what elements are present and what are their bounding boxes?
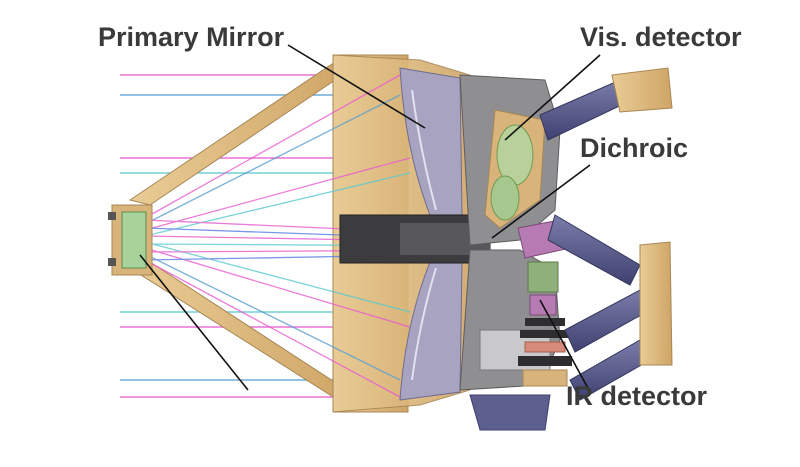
dichroic-label: Dichroic [580,133,689,163]
support-struts [539,79,651,401]
vis-detector-assembly [484,109,546,229]
primary-mirror [399,67,463,401]
ir-detector-assembly [518,318,572,387]
central-baffle [339,214,491,264]
mount-brackets [611,67,673,366]
truss-structure [128,59,351,401]
leader-lines [139,44,601,393]
secondary-mirror [108,204,153,276]
vis-detector-label: Vis. detector [580,22,742,52]
ir-detector-label: IR detector [566,381,708,411]
primary-mirror-label: Primary Mirror [98,22,285,52]
incoming-rays [120,74,410,398]
